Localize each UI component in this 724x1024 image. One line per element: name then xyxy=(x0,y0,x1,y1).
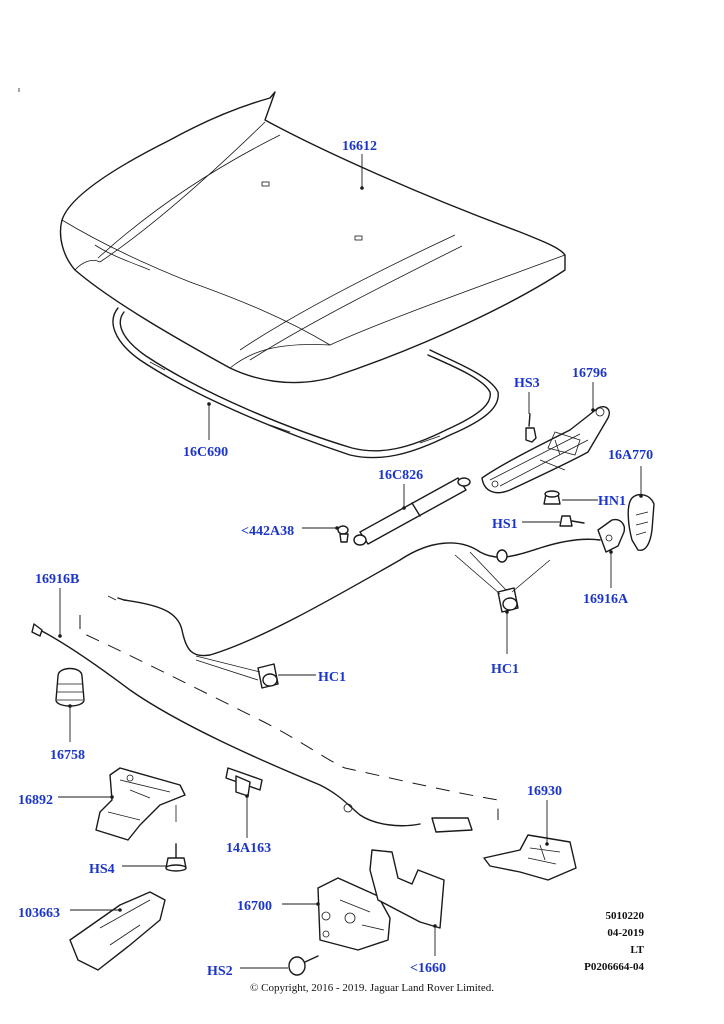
bolt-hs2-drawing xyxy=(288,955,319,976)
latch-bracket-16892-drawing xyxy=(95,767,186,841)
callout-16916b: 16916B xyxy=(35,572,79,587)
bonnet-panel-drawing xyxy=(59,91,566,384)
callout-16a770: 16A770 xyxy=(608,448,653,463)
bonnet-latch-16700-drawing xyxy=(317,877,391,951)
callout-14a163: 14A163 xyxy=(226,841,271,856)
callout-16930: 16930 xyxy=(527,784,562,799)
cover-103663-drawing xyxy=(69,891,166,971)
clip-hc1-left-drawing xyxy=(257,663,279,689)
callout-16612: 16612 xyxy=(342,139,377,154)
callout-hs2: HS2 xyxy=(207,964,233,979)
gas-strut-16c826-drawing xyxy=(353,477,471,546)
callout-16916a: 16916A xyxy=(583,592,629,607)
callout-103663: 103663 xyxy=(18,906,60,921)
callout-442a38: <442A38 xyxy=(241,524,294,539)
drawing-info-block: 5010220 04-2019 LT P0206664-04 xyxy=(544,908,644,976)
callout-hn1: HN1 xyxy=(598,494,626,509)
callout-hs4: HS4 xyxy=(89,862,115,877)
bonnet-seal-drawing xyxy=(112,307,499,459)
callout-16c690: 16C690 xyxy=(183,445,228,460)
bolt-hs4-drawing xyxy=(165,843,187,872)
bolt-hs3-drawing xyxy=(525,413,537,443)
buffer-16758-drawing xyxy=(55,667,85,707)
release-cable-16916b-drawing xyxy=(31,595,473,833)
callout-16c826: 16C826 xyxy=(378,468,423,483)
ball-stud-442a38-drawing xyxy=(337,525,349,543)
drawing-reference: P0206664-04 xyxy=(584,961,644,973)
callout-16700: 16700 xyxy=(237,899,272,914)
callout-hs1: HS1 xyxy=(492,517,518,532)
release-cable-16916a-drawing xyxy=(117,518,626,657)
nut-hn1-drawing xyxy=(543,490,561,505)
release-handle-16a770-drawing xyxy=(627,493,655,552)
callout-16796: 16796 xyxy=(572,366,607,381)
callout-16758: 16758 xyxy=(50,748,85,763)
copyright-footer: © Copyright, 2016 - 2019. Jaguar Land Ro… xyxy=(250,982,494,994)
screw-hs1-drawing xyxy=(559,515,585,527)
drawing-number: 5010220 xyxy=(605,910,645,922)
callout-1660: <1660 xyxy=(410,961,446,976)
callout-hc1-left: HC1 xyxy=(318,670,346,685)
callout-hc1-right: HC1 xyxy=(491,662,519,677)
drawing-model-code: LT xyxy=(630,944,644,956)
callout-hs3: HS3 xyxy=(514,376,540,391)
callout-16892: 16892 xyxy=(18,793,53,808)
hinge-16796-drawing xyxy=(481,406,610,494)
drawing-date: 04-2019 xyxy=(607,927,644,939)
cable-route-dashed-line xyxy=(79,615,499,820)
clip-14a163-drawing xyxy=(225,767,263,797)
seal-plate-1660-drawing xyxy=(369,849,445,929)
clip-hc1-right-drawing xyxy=(497,587,519,613)
striker-16930-drawing xyxy=(483,834,577,881)
